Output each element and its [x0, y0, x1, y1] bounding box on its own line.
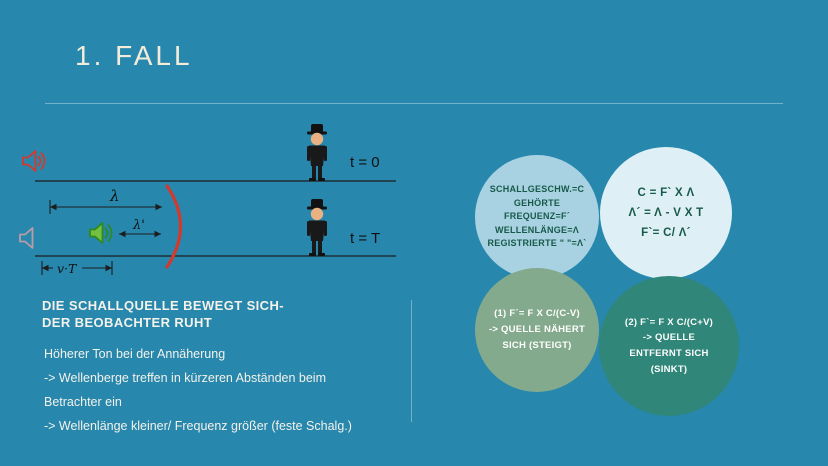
description-line: -> Wellenlänge kleiner/ Frequenz größer … [44, 419, 352, 433]
source-speaker-red-icon [22, 150, 46, 172]
description-line: -> Wellenberge treffen in kürzeren Abstä… [44, 371, 327, 385]
observer-figure-t0 [307, 124, 327, 181]
title-divider [45, 103, 783, 104]
bubble-case-approaching: (1) F´= F X C/(C-V) -> QUELLE NÄHERT SIC… [475, 268, 599, 392]
description-heading: DIE SCHALLQUELLE BEWEGT SICH- DER BEOBAC… [42, 297, 284, 331]
bubble-case-receding: (2) F`= F X C/(C+V) -> QUELLE ENTFERNT S… [599, 276, 739, 416]
description-heading-line1: DIE SCHALLQUELLE BEWEGT SICH- [42, 298, 284, 313]
bubble-line: ENTFERNT SICH [629, 348, 709, 359]
bubble-line: SCHALLGESCHW.=C [489, 184, 585, 195]
bubble-line: -> QUELLE NÄHERT [488, 324, 586, 336]
vt-label: v·T [57, 261, 78, 276]
description-line: Höherer Ton bei der Annäherung [44, 347, 226, 361]
bubble-line: F`= C/ Λ´ [641, 227, 691, 240]
bubble-definitions: SCHALLGESCHW.=C GEHÖRTE FREQUENZ=F´ WELL… [475, 155, 599, 279]
bubble-line: Λ´ = Λ - V X T [628, 206, 704, 219]
bubble-line: GEHÖRTE [513, 197, 561, 208]
description-heading-line2: DER BEOBACHTER RUHT [42, 315, 213, 330]
slide-title: 1. FALL [75, 40, 193, 71]
tT-label: t = T [350, 230, 380, 247]
bubble-line: C = F` X Λ [637, 186, 695, 199]
bubble-line: (2) F`= F X C/(C+V) [624, 316, 714, 328]
observer-figure-tT [307, 199, 327, 256]
doppler-diagram: λ λ' v·T t = 0 t = T [19, 124, 396, 276]
lambda-label: λ [109, 187, 120, 205]
bubble-line: REGISTRIERTE " "=Λ` [487, 238, 587, 249]
lambda-prime-label: λ' [132, 218, 145, 233]
bubble-line: SICH (STEIGT) [502, 339, 572, 351]
bubble-line: -> QUELLE [642, 332, 696, 344]
bubble-line: (SINKT) [650, 363, 688, 375]
bubble-line: (1) F´= F X C/(C-V) [494, 308, 580, 320]
t0-label: t = 0 [350, 154, 380, 171]
bubble-formulas: C = F` X Λ Λ´ = Λ - V X T F`= C/ Λ´ [600, 147, 732, 279]
wavefront-arc [165, 184, 183, 269]
source-speaker-green-icon [89, 222, 113, 244]
bubble-line: WELLENLÄNGE=Λ [494, 224, 579, 235]
section-divider [411, 300, 412, 422]
source-speaker-faded-icon [19, 227, 34, 249]
description-line: Betrachter ein [44, 395, 122, 409]
description-body: Höherer Ton bei der Annäherung -> Wellen… [44, 342, 352, 438]
bubble-line: FREQUENZ=F´ [503, 211, 570, 222]
